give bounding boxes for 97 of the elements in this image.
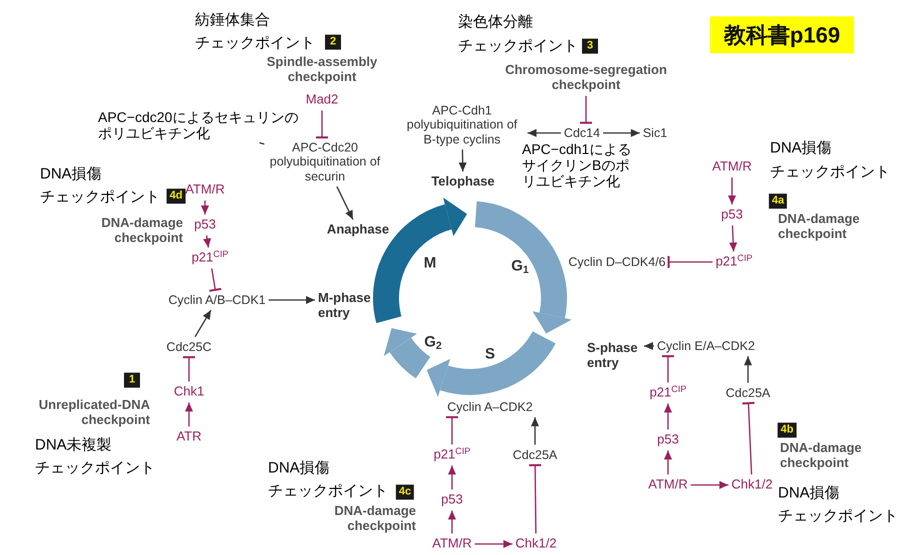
heading: DNA損傷	[778, 484, 840, 502]
protein-label: p53	[721, 208, 743, 222]
checkpoint-badge: 4c	[396, 484, 414, 500]
checkpoint-label: DNA-damage checkpoint	[100, 216, 183, 246]
inhibition-line	[315, 110, 329, 138]
arrow	[474, 540, 512, 548]
phase-letter: G$_{2}$	[424, 333, 442, 351]
protein-label: Cdc25A	[512, 448, 558, 462]
heading: 紡錘体集合	[195, 11, 270, 29]
checkpoint-badge: 4d	[166, 188, 186, 204]
protein-label: Cyclin A–CDK2	[447, 400, 533, 414]
checkpoint-label: DNA-damage checkpoint	[778, 212, 861, 242]
heading: チェックポイント	[770, 163, 890, 181]
arrow	[268, 296, 315, 304]
arrow	[185, 402, 193, 427]
protein-label: ATM/R	[432, 536, 472, 552]
arrow	[690, 481, 728, 489]
arrow	[644, 342, 654, 350]
arrow	[458, 150, 467, 172]
checkpoint-label: Unreplicated-DNA checkpoint	[38, 398, 150, 428]
annotation-text: APC−cdc20によるセキュリンのポリユビキチン化	[98, 108, 301, 142]
heading: DNA損傷	[40, 165, 102, 183]
phase-letter: S	[485, 345, 495, 363]
protein-label: p53	[657, 432, 679, 448]
heading: DNA損傷	[268, 459, 330, 477]
page-reference-box: 教科書p169	[710, 16, 854, 54]
protein-label: Chk1	[174, 384, 204, 400]
arrow	[448, 465, 456, 490]
protein-label: p21$^{CIP}$	[192, 250, 228, 266]
inhibition-line	[579, 96, 593, 124]
arrow	[201, 200, 209, 215]
inhibition-line	[445, 416, 459, 445]
arrow	[531, 417, 539, 445]
protein-label: ATR	[176, 430, 202, 444]
inhibition-line	[741, 402, 756, 475]
checkpoint-badge: 4b	[778, 422, 796, 438]
process-label: APC-Cdc20 polyubiquitination of securin	[262, 140, 388, 184]
protein-label: Chk1/2	[731, 478, 773, 492]
protein-label: ATM/R	[712, 160, 752, 174]
phase-letter: M	[424, 254, 436, 272]
phase-letter: G$_{1}$	[511, 257, 529, 275]
arrow	[448, 510, 456, 534]
heading: チェックポイント	[268, 482, 388, 500]
protein-label: Cdc25A	[726, 386, 770, 400]
checkpoint-label: DNA-damage checkpoint	[780, 441, 863, 471]
protein-label: Mad2	[306, 92, 338, 108]
heading: 染色体分離	[458, 13, 533, 31]
checkpoint-badge: 1	[124, 372, 140, 388]
phase-label: Telophase	[431, 174, 495, 190]
arrow	[194, 310, 212, 338]
checkpoint-badge: 4a	[768, 194, 788, 208]
inhibition-line	[668, 255, 713, 269]
protein-label: Cyclin E/A–CDK2	[657, 338, 755, 354]
process-label: APC-Cdh1 polyubiquitination of B-type cyclins	[400, 103, 524, 147]
protein-label: Cyclin D–CDK4/6	[568, 254, 666, 270]
checkpoint-label: Chromosome-segregation checkpoint	[481, 63, 691, 93]
phase-label: M-phase entry	[318, 291, 372, 321]
heading: チェックポイント	[35, 459, 155, 477]
protein-label: Sic1	[642, 126, 668, 140]
arrow	[528, 129, 561, 137]
heading: チェックポイント	[458, 37, 578, 55]
heading: チェックポイント	[40, 188, 160, 206]
checkpoint-badge: 3	[582, 38, 598, 54]
annotation-text: APC−cdh1によるサイクリンBのポリユビキチン化	[522, 140, 632, 190]
arrow	[729, 225, 738, 252]
arrow	[603, 129, 640, 137]
protein-label: p53	[441, 492, 463, 508]
inhibition-line	[661, 355, 675, 383]
checkpoint-label: DNA-damage checkpoint	[333, 504, 416, 534]
protein-label: Cyclin A/B–CDK1	[168, 292, 266, 308]
arrow	[728, 177, 736, 205]
checkpoint-badge: 2	[325, 34, 341, 50]
arrow	[664, 450, 672, 475]
checkpoint-label: Spindle-assembly checkpoint	[266, 55, 378, 85]
protein-label: p53	[194, 218, 216, 232]
protein-label: p21$^{CIP}$	[716, 254, 752, 270]
phase-label: Anaphase	[326, 222, 390, 238]
protein-label: p21$^{CIP}$	[650, 386, 686, 400]
arrow	[744, 356, 752, 383]
inhibition-line	[182, 356, 196, 382]
heading: DNA損傷	[770, 139, 832, 157]
inhibition-line	[528, 464, 542, 534]
protein-label: ATM/R	[648, 478, 688, 492]
heading: DNA未複製	[35, 436, 112, 454]
protein-label: p21$^{CIP}$	[434, 448, 470, 462]
phase-label: S-phase entry	[587, 341, 641, 371]
arrow	[336, 186, 354, 220]
arrow	[664, 403, 672, 430]
arrow	[203, 235, 212, 248]
leader-line	[259, 142, 264, 145]
protein-label: Chk1/2	[515, 536, 557, 552]
heading: チェックポイント	[195, 34, 315, 52]
inhibition-line	[208, 268, 222, 292]
protein-label: Cdc14	[564, 126, 600, 140]
heading: チェックポイント	[778, 507, 898, 525]
protein-label: ATM/R	[185, 182, 225, 198]
protein-label: Cdc25C	[166, 340, 212, 354]
